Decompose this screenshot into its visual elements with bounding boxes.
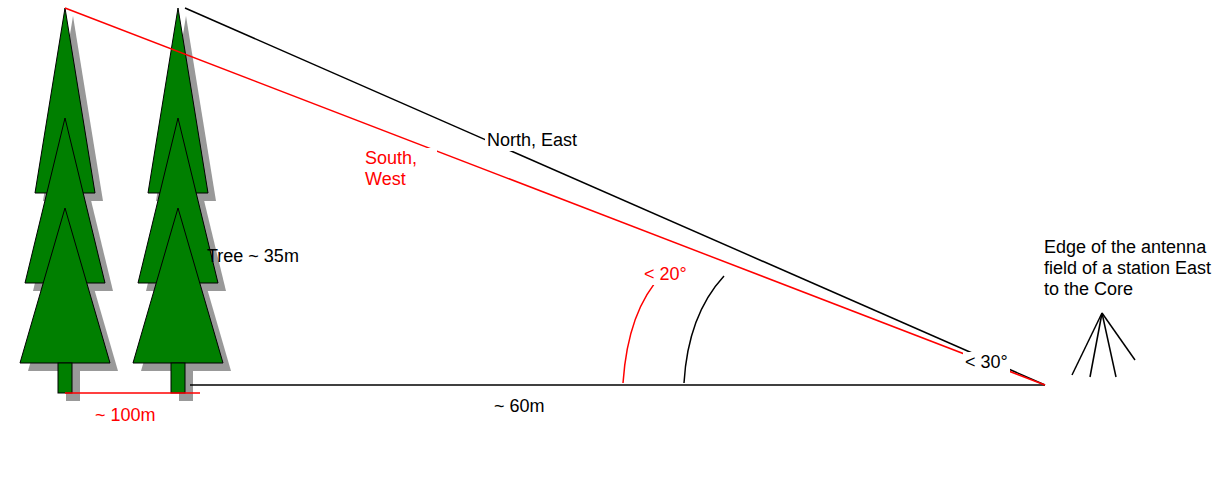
height-label: Tree ~ 35m — [205, 246, 301, 267]
sight-line — [185, 8, 1045, 385]
station-note: Edge of the antenna field of a station E… — [1042, 237, 1226, 300]
angle-arc — [684, 276, 724, 383]
ground-line — [190, 384, 1045, 386]
angle-label: < 30° — [963, 352, 1010, 373]
angle-label: < 20° — [642, 264, 689, 285]
distance-label: ~ 100m — [93, 405, 158, 426]
direction-label: South, West — [363, 148, 437, 190]
distance-line — [65, 392, 200, 394]
direction-label: North, East — [485, 130, 579, 151]
sight-line — [65, 8, 1045, 385]
antenna-symbol — [1072, 313, 1135, 377]
tree — [20, 8, 223, 393]
distance-label: ~ 60m — [492, 396, 547, 417]
angle-arc — [623, 275, 662, 383]
